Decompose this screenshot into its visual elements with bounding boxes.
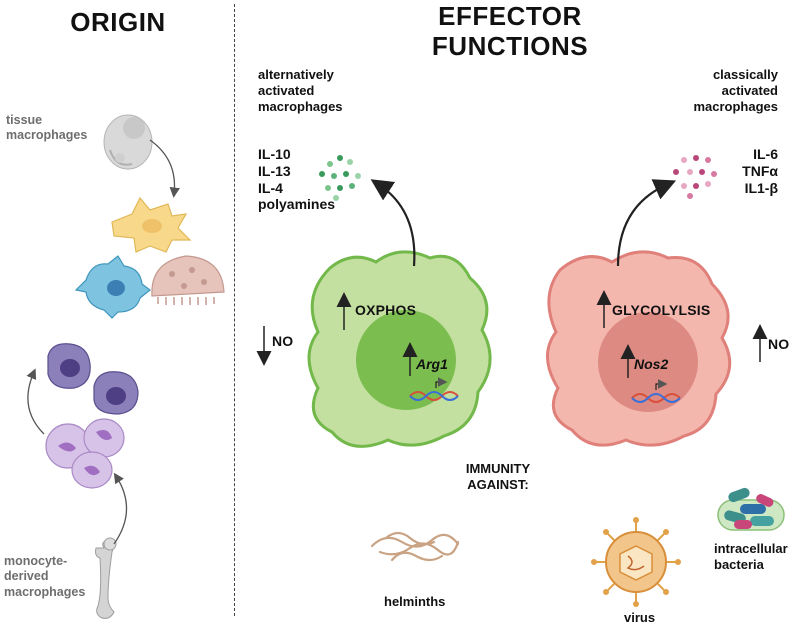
effector-heading-line1: EFFECTOR: [438, 1, 582, 31]
m1-no-label: NO: [768, 336, 790, 352]
helminth-icon: [370, 531, 460, 562]
m2-cytokine-dots-icon: [319, 155, 361, 201]
embryo-to-tissue-arrow: [149, 139, 180, 198]
m2-cytokine-1: IL-10: [258, 146, 291, 162]
virus-label: virus: [624, 610, 656, 625]
oxphos-label: OXPHOS: [355, 302, 417, 318]
m2-macrophage-cell: [307, 250, 492, 448]
arg1-gene-label: Arg1: [416, 356, 448, 372]
bone-icon: [95, 537, 117, 619]
nos2-gene-label: Nos2: [634, 356, 669, 372]
m2-secretion-arrow: [370, 179, 416, 267]
m2-cytokine-4: polyamines: [258, 196, 336, 213]
m2-dna-icon: [409, 377, 459, 401]
section-divider: [234, 4, 235, 616]
monocyte-icon-2: [93, 371, 139, 415]
effector-heading-line2: FUNCTIONS: [431, 30, 589, 61]
bacteria-icon: [717, 487, 785, 531]
m2-cytokine-list: IL-10 IL-13 IL-4 polyamines: [258, 146, 335, 213]
glycolysis-label: GLYCOLYLSIS: [612, 302, 711, 318]
m2-cytokine-3: IL-4: [258, 179, 283, 196]
m1-cytokine-list: IL-6 TNFα IL1-β: [716, 146, 778, 196]
kupffer-cell-icon: [111, 196, 192, 253]
m1-macrophage-cell: [546, 250, 732, 447]
m1-secretion-arrow: [616, 179, 677, 267]
helminths-label: helminths: [384, 594, 446, 609]
m1-cytokine-3: IL1-β: [744, 179, 778, 196]
alveolar-macrophage-icon: [151, 255, 225, 305]
bone-to-progenitor-arrow: [113, 472, 128, 545]
m1-cytokine-dots-icon: [673, 155, 717, 199]
m1-cytokine-1: IL-6: [753, 146, 778, 162]
embryo-icon: [103, 114, 153, 170]
m1-dna-icon: [631, 379, 681, 403]
origin-heading: ORIGIN: [70, 7, 166, 37]
m2-cytokine-2: IL-13: [258, 162, 291, 179]
monocyte-icon-1: [47, 343, 91, 389]
bone-marrow-cells-icon: [45, 418, 125, 489]
m1-cytokine-2: TNFα: [742, 162, 778, 179]
virus-icon: [591, 517, 681, 607]
microglia-icon: [74, 255, 151, 319]
effector-functions-heading: EFFECTOR FUNCTIONS: [400, 1, 620, 62]
progenitor-to-monocyte-arrow: [26, 368, 45, 435]
m2-no-label: NO: [272, 333, 294, 349]
